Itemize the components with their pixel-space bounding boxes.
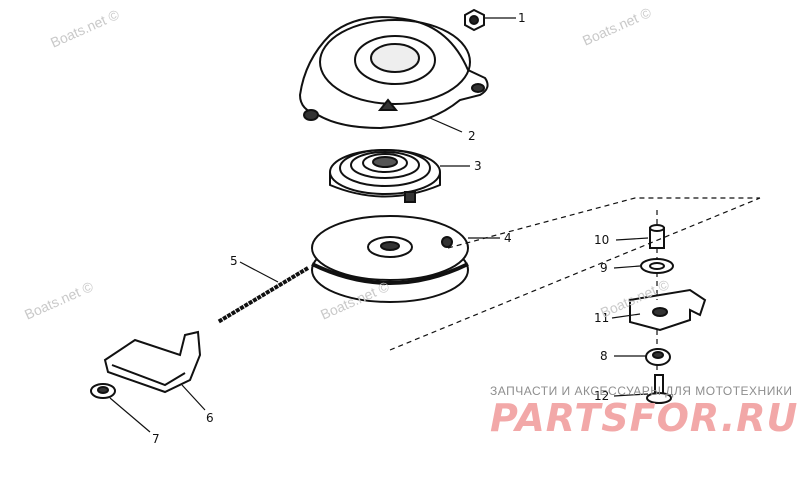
- callout-10: 10: [594, 233, 609, 247]
- leader-lines: [109, 17, 649, 433]
- callout-9: 9: [600, 261, 608, 275]
- wave-washer: [640, 258, 674, 274]
- callout-1: 1: [518, 11, 526, 25]
- starter-rope: [216, 266, 310, 324]
- callout-4: 4: [504, 231, 512, 245]
- handle-washer: [90, 383, 116, 399]
- pawl-washer: [645, 348, 671, 366]
- pawl-screw: [646, 374, 672, 404]
- callout-3: 3: [474, 159, 482, 173]
- assembly-lines: [389, 197, 761, 375]
- rope-pulley: [311, 215, 469, 303]
- callout-8: 8: [600, 349, 608, 363]
- callout-6: 6: [206, 411, 214, 425]
- callout-5: 5: [230, 254, 238, 268]
- callout-12: 12: [594, 389, 609, 403]
- callout-7: 7: [152, 432, 160, 446]
- hex-nut: [464, 8, 485, 32]
- callout-11: 11: [594, 311, 609, 325]
- starter-handle: [103, 330, 202, 394]
- brand-logo: PARTSFOR.RU: [490, 396, 799, 440]
- callout-2: 2: [468, 129, 476, 143]
- rewind-spring: [329, 149, 441, 203]
- starter-housing: [298, 16, 489, 130]
- spacer-sleeve: [649, 224, 665, 249]
- brand-tagline: ЗАПЧАСТИ И АКСЕССУАРЫ ДЛЯ МОТОТЕХНИКИ: [490, 384, 793, 398]
- pawl-clip: [629, 288, 707, 332]
